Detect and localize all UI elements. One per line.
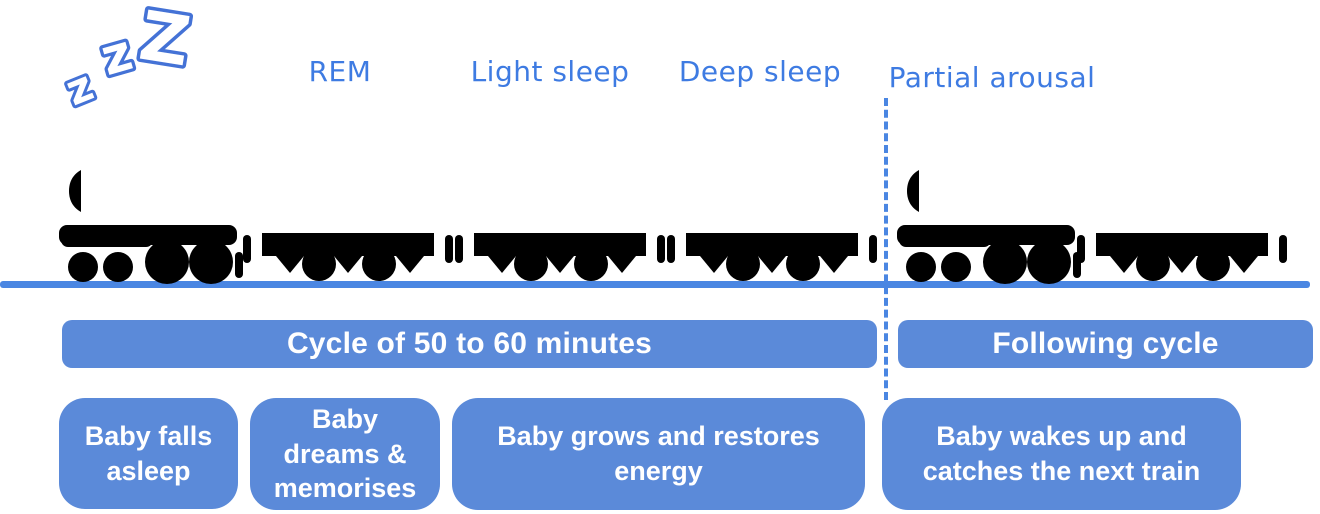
zzz-sleep-icon: z z Z: [56, 0, 197, 112]
cycle-divider-dashed-line: [884, 98, 888, 400]
locomotive-icon: [55, 112, 245, 288]
following-cycle-bar: Following cycle: [898, 320, 1313, 368]
label-deep-sleep: Deep sleep: [678, 55, 842, 88]
cycle-duration-label: Cycle of 50 to 60 minutes: [286, 327, 653, 360]
wagon-icon-next-cycle: [1076, 147, 1288, 287]
box-baby-falls-asleep: Baby falls asleep: [59, 398, 238, 509]
box-baby-grows-restores: Baby grows and restores energy: [452, 398, 865, 510]
zzz-letter-large: Z: [134, 0, 195, 82]
box-baby-wakes-up-label: Baby wakes up and catches the next train: [922, 421, 1201, 486]
track-line: [0, 281, 1310, 288]
label-rem: REM: [308, 55, 372, 88]
zzz-letter-small: z: [59, 61, 100, 112]
following-cycle-label: Following cycle: [992, 327, 1219, 360]
box-baby-dreams-memorises-label: Baby dreams & memorises: [273, 404, 417, 504]
box-baby-falls-asleep-label: Baby falls asleep: [84, 420, 213, 486]
box-baby-grows-restores-label: Baby grows and restores energy: [497, 421, 820, 486]
wagon-icon-light-sleep: [454, 147, 666, 287]
wagon-icon-deep-sleep: [666, 147, 878, 287]
box-baby-wakes-up: Baby wakes up and catches the next train: [882, 398, 1241, 510]
label-partial-arousal: Partial arousal: [888, 61, 1096, 94]
wagon-icon-rem: [242, 147, 454, 287]
cycle-duration-bar: Cycle of 50 to 60 minutes: [62, 320, 877, 368]
locomotive-icon-next-cycle: [893, 112, 1083, 288]
zzz-letter-medium: z: [95, 23, 139, 87]
box-baby-dreams-memorises: Baby dreams & memorises: [250, 398, 440, 510]
label-light-sleep: Light sleep: [470, 55, 630, 88]
